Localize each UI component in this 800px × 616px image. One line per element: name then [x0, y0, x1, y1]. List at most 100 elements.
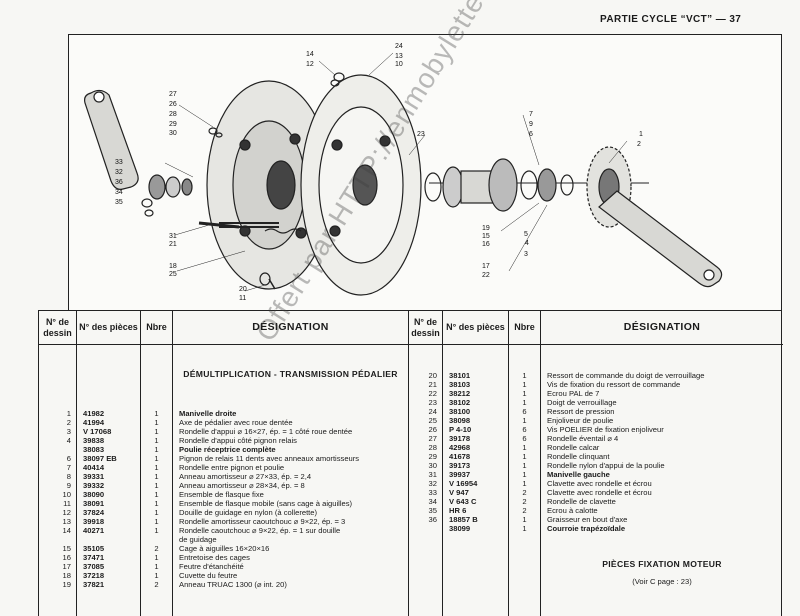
table-cell-num: 37085	[83, 562, 105, 571]
table-cell-num: 41994	[83, 418, 105, 427]
table-cell-num	[77, 535, 140, 544]
table-cell-num: 38091	[83, 499, 105, 508]
table-cell-num: V 643 C	[449, 497, 477, 506]
table-cell-qty: 6	[522, 425, 527, 434]
table-cell-ref: 19	[62, 580, 71, 589]
table-cell-des: Poulie réceptrice complète	[179, 445, 276, 454]
table-cell-ref: 10	[62, 490, 71, 499]
callout-9: 9	[529, 121, 533, 128]
header-pieces-left: N° des pièces	[77, 311, 140, 345]
table-cell-des: Axe de pédalier avec roue dentée	[179, 418, 293, 427]
callout-6: 6	[529, 131, 533, 138]
table-cell-qty: 2	[522, 497, 527, 506]
table-cell-num: 39332	[83, 481, 105, 490]
table-cell-des: Ensemble de flasque mobile (sans cage à …	[179, 499, 353, 508]
table-cell-num: 38101	[449, 371, 471, 380]
section-title-fixation-moteur: PIÈCES FIXATION MOTEUR	[602, 559, 722, 569]
table-cell-num: 41678	[449, 452, 471, 461]
table-cell-ref: 18	[62, 571, 71, 580]
table-cell-ref	[39, 535, 76, 544]
header-dessin-left: N° de dessin	[39, 311, 76, 345]
table-cell-ref: 1	[66, 409, 71, 418]
table-cell-des: Feutre d'étanchéité	[179, 562, 244, 571]
table-cell-ref: 21	[428, 380, 437, 389]
table-cell-qty: 1	[154, 571, 159, 580]
table-cell-ref: 27	[428, 434, 437, 443]
table-cell-des: de guidage	[179, 535, 217, 544]
table-cell-num: 38102	[449, 398, 471, 407]
table-cell-qty: 1	[154, 436, 159, 445]
table-cell-des: Ressort de commande du doigt de verrouil…	[547, 371, 705, 380]
callout-21: 21	[169, 241, 177, 248]
table-cell-num: 38097 EB	[83, 454, 117, 463]
table-cell-ref: 13	[62, 517, 71, 526]
table-cell-qty: 1	[522, 524, 527, 533]
table-cell-num: 18857 B	[449, 515, 478, 524]
callout-5: 5	[524, 231, 528, 238]
table-cell-des: Rondelle calcar	[547, 443, 600, 452]
table-cell-num: HR 6	[449, 506, 467, 515]
table-cell-ref: 11	[63, 499, 71, 508]
table-cell-qty: 2	[154, 544, 159, 553]
table-cell-ref: 16	[62, 553, 71, 562]
table-cell-ref: 15	[62, 544, 71, 553]
col-left-designation: DÉSIGNATION DÉMULTIPLICATION - TRANSMISS…	[173, 311, 409, 616]
table-cell-qty: 1	[522, 389, 527, 398]
table-cell-ref: 36	[428, 515, 437, 524]
table-cell-qty: 1	[154, 553, 159, 562]
callout-7: 7	[529, 111, 533, 118]
table-cell-ref: 23	[428, 398, 437, 407]
table-cell-num: 39173	[449, 461, 471, 470]
table-cell-des: Ensemble de flasque fixe	[179, 490, 264, 499]
col-right-designation: DÉSIGNATION Ressort de commande du doigt…	[541, 311, 783, 616]
section-title-demultiplication: DÉMULTIPLICATION - TRANSMISSION PÉDALIER	[183, 369, 398, 379]
table-cell-ref: 4	[66, 436, 71, 445]
table-cell-des: Clavette avec rondelle et écrou	[547, 479, 652, 488]
table-cell-qty: 1	[154, 472, 159, 481]
table-cell-des: Cuvette du feutre	[179, 571, 238, 580]
table-cell-ref: 25	[428, 416, 437, 425]
callout-19: 19	[482, 225, 490, 232]
table-cell-des: Rondelle entre pignon et poulie	[179, 463, 285, 472]
callout-4: 4	[525, 240, 529, 247]
table-cell-qty: 2	[522, 488, 527, 497]
table-cell-num: 38100	[449, 407, 471, 416]
table-cell-ref: 28	[428, 443, 437, 452]
exploded-view-drawing: 1 2 3 4 5 6 7 9 10 11 12 13 14 15 16 17 …	[68, 34, 782, 310]
table-cell-ref: 20	[428, 371, 437, 380]
table-cell-des: Rondelle caoutchouc ⌀ 9×22, ép. = 1 sur …	[179, 526, 341, 535]
table-cell-num: 39918	[83, 517, 105, 526]
table-cell-num: 37471	[83, 553, 105, 562]
table-cell-num: 39331	[83, 472, 105, 481]
table-cell-num: V 947	[449, 488, 469, 497]
table-cell-ref: 35	[428, 506, 437, 515]
header-dessin-right: N° de dessin	[409, 311, 442, 345]
table-cell-ref	[409, 524, 442, 533]
header-nbre-right: Nbre	[509, 311, 540, 345]
table-cell-qty: 6	[522, 407, 527, 416]
section-note-fixation-moteur: (Voir C page : 23)	[632, 577, 692, 586]
table-cell-des: Rondelle clinquant	[547, 452, 610, 461]
table-cell-des: Rondelle d'appui côté pignon relais	[179, 436, 297, 445]
callout-16: 16	[482, 241, 490, 248]
callout-36: 36	[115, 179, 123, 186]
table-cell-qty: 2	[154, 580, 159, 589]
table-cell-ref: 7	[66, 463, 71, 472]
table-cell-num: 42968	[449, 443, 471, 452]
table-cell-des: Cage à aiguilles 16×20×16	[179, 544, 270, 553]
table-cell-qty: 1	[522, 380, 527, 389]
table-cell-num: 37821	[83, 580, 105, 589]
table-cell-num: 39937	[449, 470, 471, 479]
callout-33: 33	[115, 159, 123, 166]
table-cell-num: 38090	[83, 490, 105, 499]
table-cell-des: Rondelle amortisseur caoutchouc ⌀ 9×22, …	[179, 517, 346, 526]
table-cell-des: Anneau amortisseur ⌀ 27×33, ép. = 2,4	[179, 472, 312, 481]
table-cell-qty: 1	[522, 515, 527, 524]
table-cell-qty: 1	[154, 517, 159, 526]
table-cell-num: P 4-10	[449, 425, 472, 434]
table-cell-des: Rondelle éventail ⌀ 4	[547, 434, 619, 443]
